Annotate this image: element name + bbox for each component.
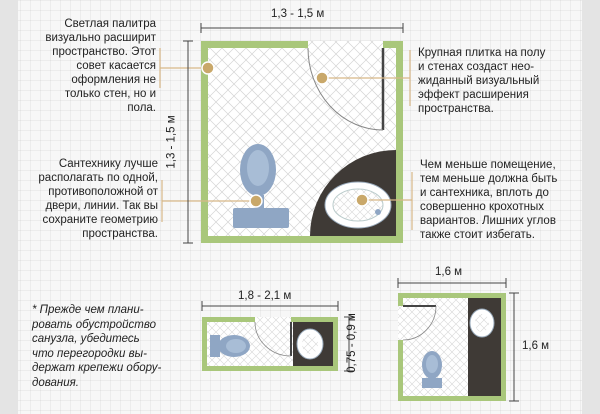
main-door-arc xyxy=(307,47,384,131)
footnote-partitions: * Прежде чем плани- ровать обустройство … xyxy=(32,304,162,389)
square-toilet xyxy=(422,351,442,388)
square-door-gap xyxy=(398,306,403,340)
small-toilet xyxy=(210,335,250,357)
main-height-label: 1,3 - 1,5 м xyxy=(165,115,178,169)
main-door-gap xyxy=(308,41,383,48)
small-width-label: 1,8 - 2,1 м xyxy=(238,290,292,302)
tip-large-tiles: Крупная плитка на полу и стенах создаст … xyxy=(418,47,546,115)
callout-leaders xyxy=(159,48,413,230)
tip-light-palette: Светлая палитра визуально расширит прост… xyxy=(45,18,156,114)
small-door-gap xyxy=(255,317,291,322)
small-door-arc xyxy=(254,321,292,357)
square-door-arc xyxy=(402,305,437,341)
small-height-label: 0,75 - 0,9 м xyxy=(345,313,358,373)
main-width-label: 1,3 - 1,5 м xyxy=(271,8,325,20)
main-toilet xyxy=(233,144,289,228)
right-edge-strip xyxy=(582,0,600,414)
square-room-plan xyxy=(398,293,506,401)
square-sink xyxy=(468,298,501,396)
tip-fixtures-placement: Сантехнику лучше располагать по одной, п… xyxy=(38,158,158,240)
main-room-plan xyxy=(201,41,403,243)
callout-markers xyxy=(201,61,369,208)
small-room-plan xyxy=(202,317,338,371)
small-sink xyxy=(293,322,333,366)
left-edge-strip xyxy=(0,0,18,414)
square-height-label: 1,6 м xyxy=(522,340,550,352)
square-width-label: 1,6 м xyxy=(435,266,463,278)
small-dimension-lines xyxy=(201,301,354,372)
main-dimension-lines xyxy=(183,23,404,244)
square-dimension-lines xyxy=(397,278,519,402)
tip-smaller-fixtures: Чем меньше помещение, тем меньше должна … xyxy=(420,159,558,241)
